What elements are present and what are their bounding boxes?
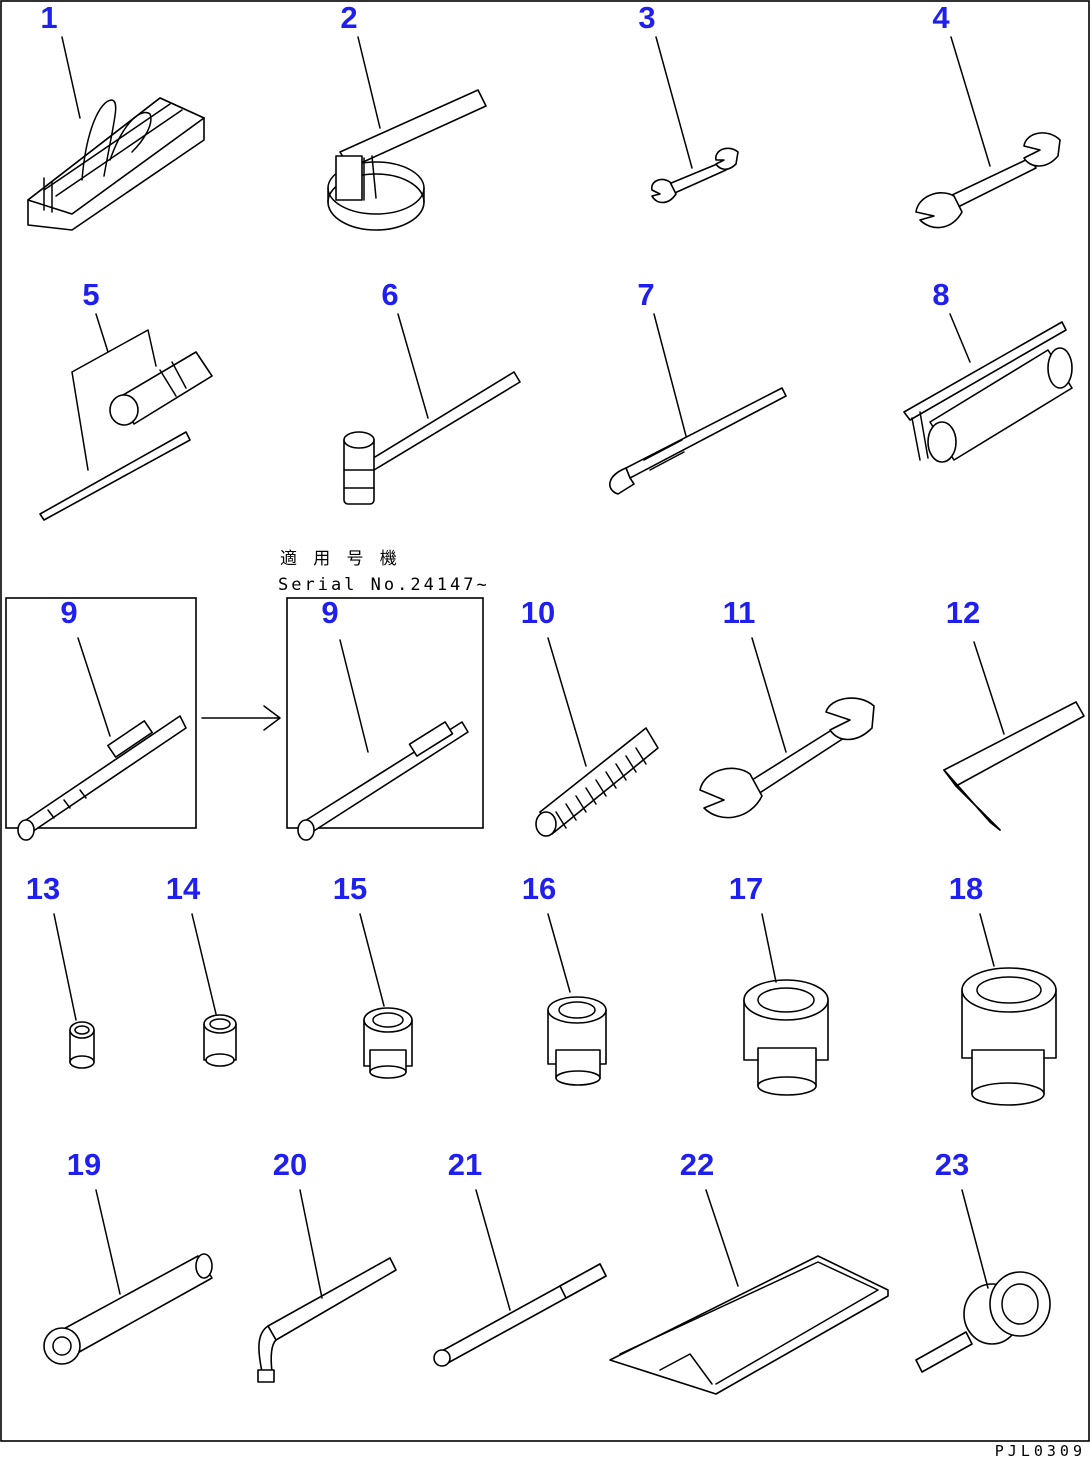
small-spanner[interactable] — [650, 147, 739, 204]
leader-line-6 — [397, 313, 429, 419]
coil-spring[interactable] — [535, 727, 659, 837]
drawing-code: PJL0309 — [995, 1442, 1086, 1460]
leader-line-15 — [359, 913, 385, 1007]
leader-line-5 — [95, 313, 109, 353]
socket-13[interactable] — [69, 1021, 95, 1069]
leader-line-22 — [705, 1189, 739, 1287]
callout-23: 23 — [935, 1147, 969, 1182]
socket-14[interactable] — [203, 1014, 237, 1067]
callout-10: 10 — [521, 595, 555, 630]
callout-5: 5 — [82, 277, 99, 312]
socket-15[interactable] — [363, 1007, 413, 1079]
callout-8: 8 — [932, 277, 949, 312]
callout-16: 16 — [522, 871, 556, 906]
leader-line-4 — [950, 36, 991, 167]
callout-13: 13 — [26, 871, 60, 906]
leader-line-14 — [191, 913, 217, 1015]
leader-line-8 — [949, 313, 971, 363]
leader-line-23 — [961, 1189, 989, 1289]
callout-22: 22 — [680, 1147, 714, 1182]
leader-line-12 — [973, 641, 1005, 735]
callout-1: 1 — [40, 0, 57, 35]
callout-19: 19 — [67, 1147, 101, 1182]
callout-7: 7 — [637, 277, 654, 312]
replacement-arrow — [201, 705, 281, 731]
filter-wrench[interactable] — [327, 89, 487, 231]
callout-18: 18 — [949, 871, 983, 906]
large-spanner[interactable] — [699, 697, 875, 819]
leader-line-20 — [299, 1189, 323, 1299]
spanner[interactable] — [915, 132, 1061, 229]
t-bar[interactable] — [433, 1263, 607, 1367]
callout-9-new: 9 — [321, 595, 338, 630]
callout-11: 11 — [723, 595, 756, 630]
l-handle[interactable] — [257, 1257, 397, 1383]
pry-bar[interactable] — [609, 387, 787, 495]
leader-line-13 — [53, 913, 77, 1021]
leader-line-9b — [339, 639, 369, 753]
leader-line-17 — [761, 913, 777, 983]
frame-9-old — [5, 597, 197, 829]
spark-plug-socket[interactable] — [39, 329, 213, 521]
serial-note-jp: 適 用 号 機 — [280, 549, 400, 569]
hex-key[interactable] — [943, 701, 1085, 831]
leader-line-9a — [77, 637, 111, 737]
callout-21: 21 — [448, 1147, 482, 1182]
leader-line-21 — [475, 1189, 511, 1311]
callout-14: 14 — [166, 871, 201, 906]
leader-line-1 — [61, 36, 81, 119]
extension-bar-new[interactable] — [297, 721, 469, 841]
grease-gun[interactable] — [903, 321, 1073, 463]
frame-9-new — [286, 597, 484, 829]
leader-line-7 — [653, 313, 687, 437]
socket-18[interactable] — [961, 967, 1057, 1106]
leader-line-18 — [979, 913, 995, 967]
leader-line-3 — [655, 36, 693, 169]
callout-9-old: 9 — [60, 595, 77, 630]
extension-bar-old[interactable] — [17, 715, 187, 841]
serial-note-en: Serial No.24147~ — [278, 575, 490, 595]
tool-pouch[interactable] — [609, 1255, 889, 1395]
socket-16[interactable] — [547, 996, 607, 1086]
hammer[interactable] — [343, 371, 521, 505]
socket-adapter[interactable] — [915, 1271, 1051, 1373]
extension-bar[interactable] — [43, 1253, 213, 1365]
callout-3: 3 — [638, 0, 655, 35]
callout-2: 2 — [340, 0, 357, 35]
leader-line-16 — [547, 913, 571, 993]
callout-15: 15 — [333, 871, 367, 906]
tool-bag[interactable] — [27, 97, 205, 231]
callout-6: 6 — [381, 277, 398, 312]
callout-12: 12 — [946, 595, 980, 630]
leader-line-19 — [95, 1189, 121, 1295]
socket-17[interactable] — [743, 979, 829, 1096]
leader-line-10 — [547, 637, 587, 767]
callout-4: 4 — [932, 0, 950, 35]
leader-line-2 — [357, 36, 381, 129]
callout-17: 17 — [729, 871, 763, 906]
leader-line-11 — [751, 637, 787, 753]
callout-20: 20 — [273, 1147, 307, 1182]
